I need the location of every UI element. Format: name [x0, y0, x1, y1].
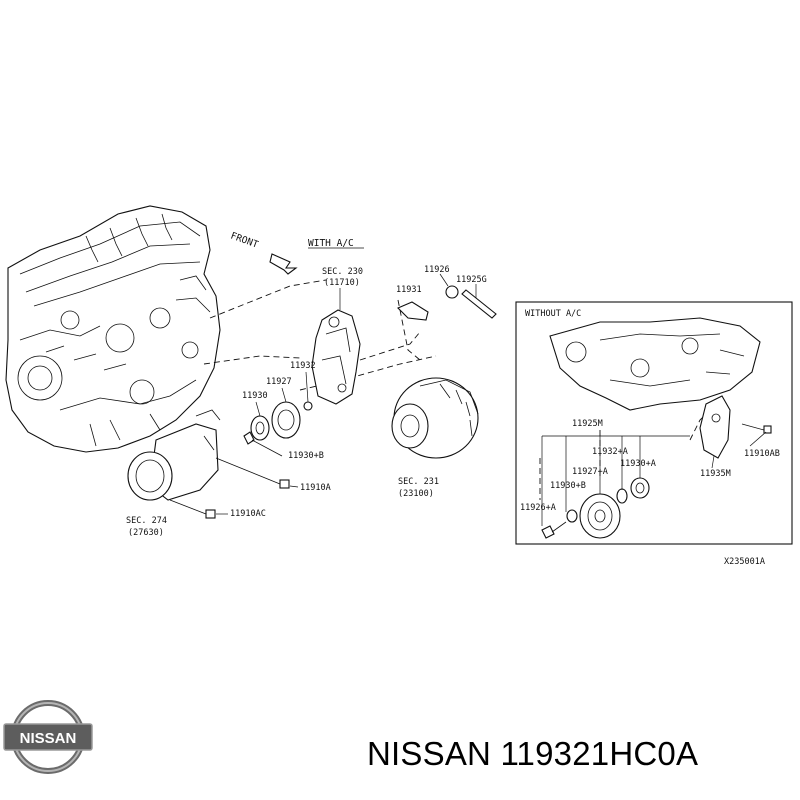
part-11910a-label: 11910A — [300, 483, 331, 493]
part-11910ac-label: 11910AC — [230, 509, 266, 519]
part-11926-label: 11926 — [424, 265, 450, 275]
sec231-label: SEC. 231 — [398, 477, 439, 487]
part-11910ab-label: 11910AB — [744, 449, 780, 459]
engine-block-drawing — [5, 205, 221, 453]
part-11930a-label: 11930+A — [620, 459, 656, 469]
part-11930b-label: 11930+B — [288, 451, 324, 461]
pulley-set-drawing — [250, 401, 313, 441]
engine-detail-drawing — [549, 317, 761, 411]
ref-code-label: X235001A — [724, 557, 765, 567]
small-parts-group — [397, 285, 497, 321]
bolt-11930b-drawing — [243, 431, 283, 457]
brand-name: NISSAN — [367, 735, 492, 772]
bolts-11910-drawing — [169, 457, 290, 519]
part-11926a-label: 11926+A — [520, 503, 556, 513]
part-11925m-label: 11925M — [572, 419, 603, 429]
ac-compressor-drawing — [127, 409, 221, 501]
sec231-sub-label: (23100) — [398, 489, 434, 499]
without-ac-frame — [515, 301, 793, 545]
sec274-label: SEC. 274 — [126, 516, 167, 526]
part-11927a-label: 11927+A — [572, 467, 608, 477]
without-ac-label: WITHOUT A/C — [525, 309, 581, 319]
part-11935m-label: 11935M — [700, 469, 731, 479]
part-11930-label: 11930 — [242, 391, 268, 401]
with-ac-label: WITH A/C — [308, 238, 354, 249]
bracket-sec230-drawing — [311, 309, 361, 405]
front-label: FRONT — [229, 230, 260, 250]
logo-text: NISSAN — [20, 730, 77, 747]
alternator-drawing — [391, 377, 479, 459]
sec230-sub-label: (11710) — [324, 278, 360, 288]
sec274-sub-label: (27630) — [128, 528, 164, 538]
sec230-label: SEC. 230 — [322, 267, 363, 277]
part-11925g-label: 11925G — [456, 275, 487, 285]
bracket-11935m-drawing — [699, 395, 772, 459]
front-indicator: FRONT — [229, 230, 298, 275]
part-11932a-label: 11932+A — [592, 447, 628, 457]
part-number: 119321HC0A — [500, 735, 699, 772]
nissan-logo: NISSAN — [3, 700, 93, 774]
part-caption: NISSAN 119321HC0A — [367, 735, 698, 773]
part-11927-label: 11927 — [266, 377, 292, 387]
part-11930b2-label: 11930+B — [550, 481, 586, 491]
part-11931-label: 11931 — [396, 285, 422, 295]
part-11932-label: 11932 — [290, 361, 316, 371]
